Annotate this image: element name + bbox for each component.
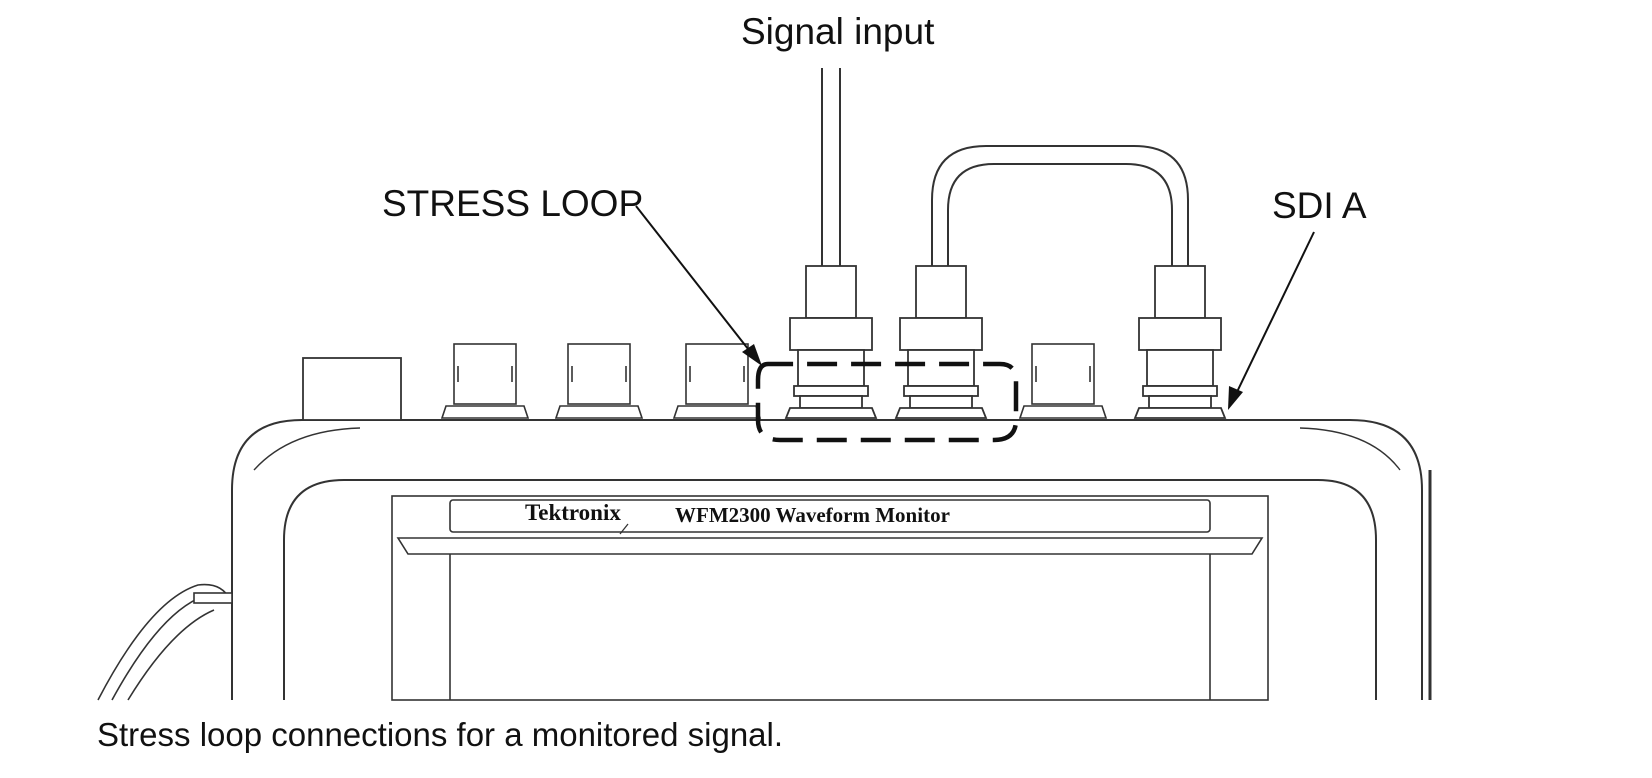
stress-loop-arrow bbox=[635, 205, 762, 366]
sdi-a-arrow bbox=[1228, 231, 1315, 410]
device-body bbox=[231, 419, 1432, 700]
display-screen bbox=[391, 495, 1269, 701]
signal-input-label: Signal input bbox=[741, 11, 935, 52]
logo-tick bbox=[619, 523, 629, 535]
sdi-a-label: SDI A bbox=[1272, 185, 1367, 226]
brand-logo: Tektronix bbox=[525, 500, 621, 525]
figure-caption: Stress loop connections for a monitored … bbox=[97, 716, 784, 753]
bnc-connector bbox=[1018, 343, 1108, 419]
power-cord bbox=[97, 583, 233, 701]
bnc-connector bbox=[554, 343, 644, 419]
stress-loop-outline bbox=[755, 361, 1019, 443]
bnc-connector bbox=[672, 343, 762, 419]
bnc-connector bbox=[440, 343, 530, 419]
model-name: WFM2300 Waveform Monitor bbox=[675, 503, 950, 527]
stress-loop-label: STRESS LOOP bbox=[382, 183, 643, 224]
bnc-connector-loop bbox=[894, 265, 988, 419]
top-block bbox=[302, 357, 402, 421]
nameplate bbox=[449, 499, 1211, 533]
bnc-connector-sdi-a bbox=[1133, 265, 1227, 419]
bnc-connector-signal-input bbox=[784, 265, 878, 419]
signal-input-cable bbox=[821, 68, 841, 266]
loop-cable bbox=[931, 145, 1189, 266]
